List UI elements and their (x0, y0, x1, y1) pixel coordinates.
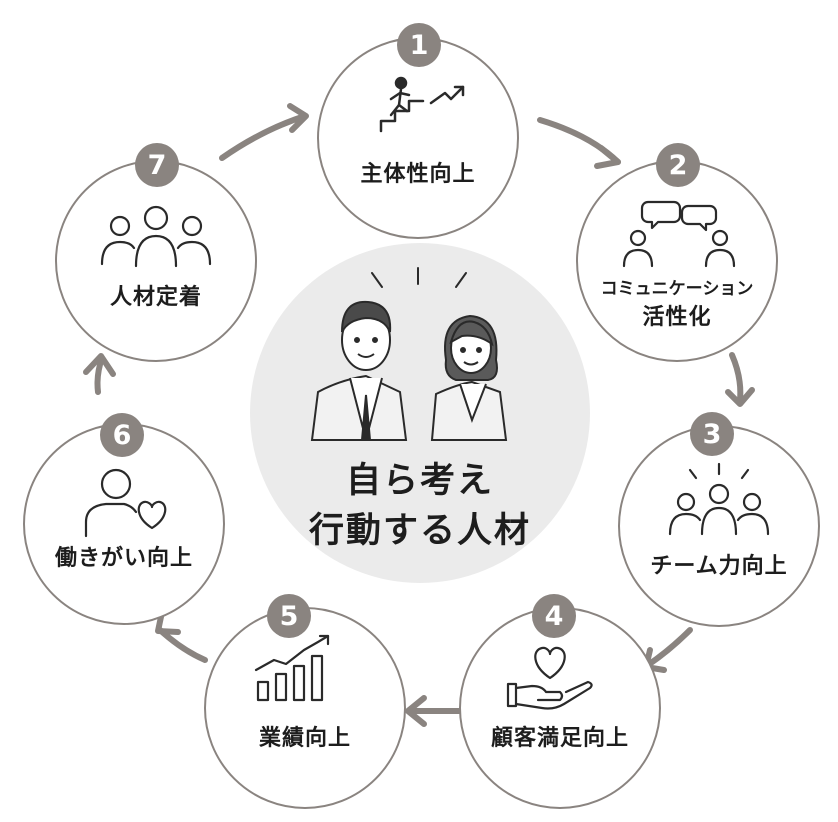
step-1-badge: 1 (397, 23, 441, 67)
step-2-badge: 2 (656, 143, 700, 187)
step-2-label-line-1: コミュニケーション (600, 279, 754, 299)
stairs-climbing-person-icon (379, 76, 465, 133)
growth-chart-icon (254, 634, 330, 702)
step-1-label: 主体性向上 (360, 162, 476, 187)
step-3-badge: 3 (690, 412, 734, 456)
step-2-node: コミュニケーション 活性化 (576, 160, 778, 362)
step-6-badge: 6 (100, 413, 144, 457)
step-5-node: 業績向上 (204, 607, 406, 809)
arrow-7-to-1 (219, 113, 308, 161)
step-7-label: 人材定着 (109, 285, 202, 310)
step-2-label-line-2: 活性化 (642, 305, 712, 330)
arrow-2-to-3 (729, 352, 744, 403)
step-5-label: 業績向上 (258, 726, 351, 751)
step-1-node: 主体性向上 (317, 37, 519, 239)
step-3-node: チーム力向上 (618, 425, 820, 627)
step-7-badge: 7 (135, 143, 179, 187)
step-3-label: チーム力向上 (650, 554, 788, 579)
team-icon (668, 462, 770, 536)
arrow-3-to-4 (645, 627, 693, 668)
step-5-badge: 5 (267, 594, 311, 638)
step-7-node: 人材定着 (55, 160, 257, 362)
person-heart-icon (84, 468, 167, 538)
center-title-line-2: 行動する人材 (308, 511, 531, 551)
step-4-node: 顧客満足向上 (459, 607, 661, 809)
step-4-badge: 4 (532, 594, 576, 638)
conversation-icon (622, 200, 736, 268)
group-icon (100, 205, 212, 268)
step-6-label: 働きがい向上 (54, 546, 193, 571)
center-title-line-1: 自ら考え (345, 461, 494, 501)
heart-in-hand-icon (506, 646, 593, 710)
center-circle (250, 243, 590, 583)
step-4-label: 顧客満足向上 (490, 726, 629, 751)
